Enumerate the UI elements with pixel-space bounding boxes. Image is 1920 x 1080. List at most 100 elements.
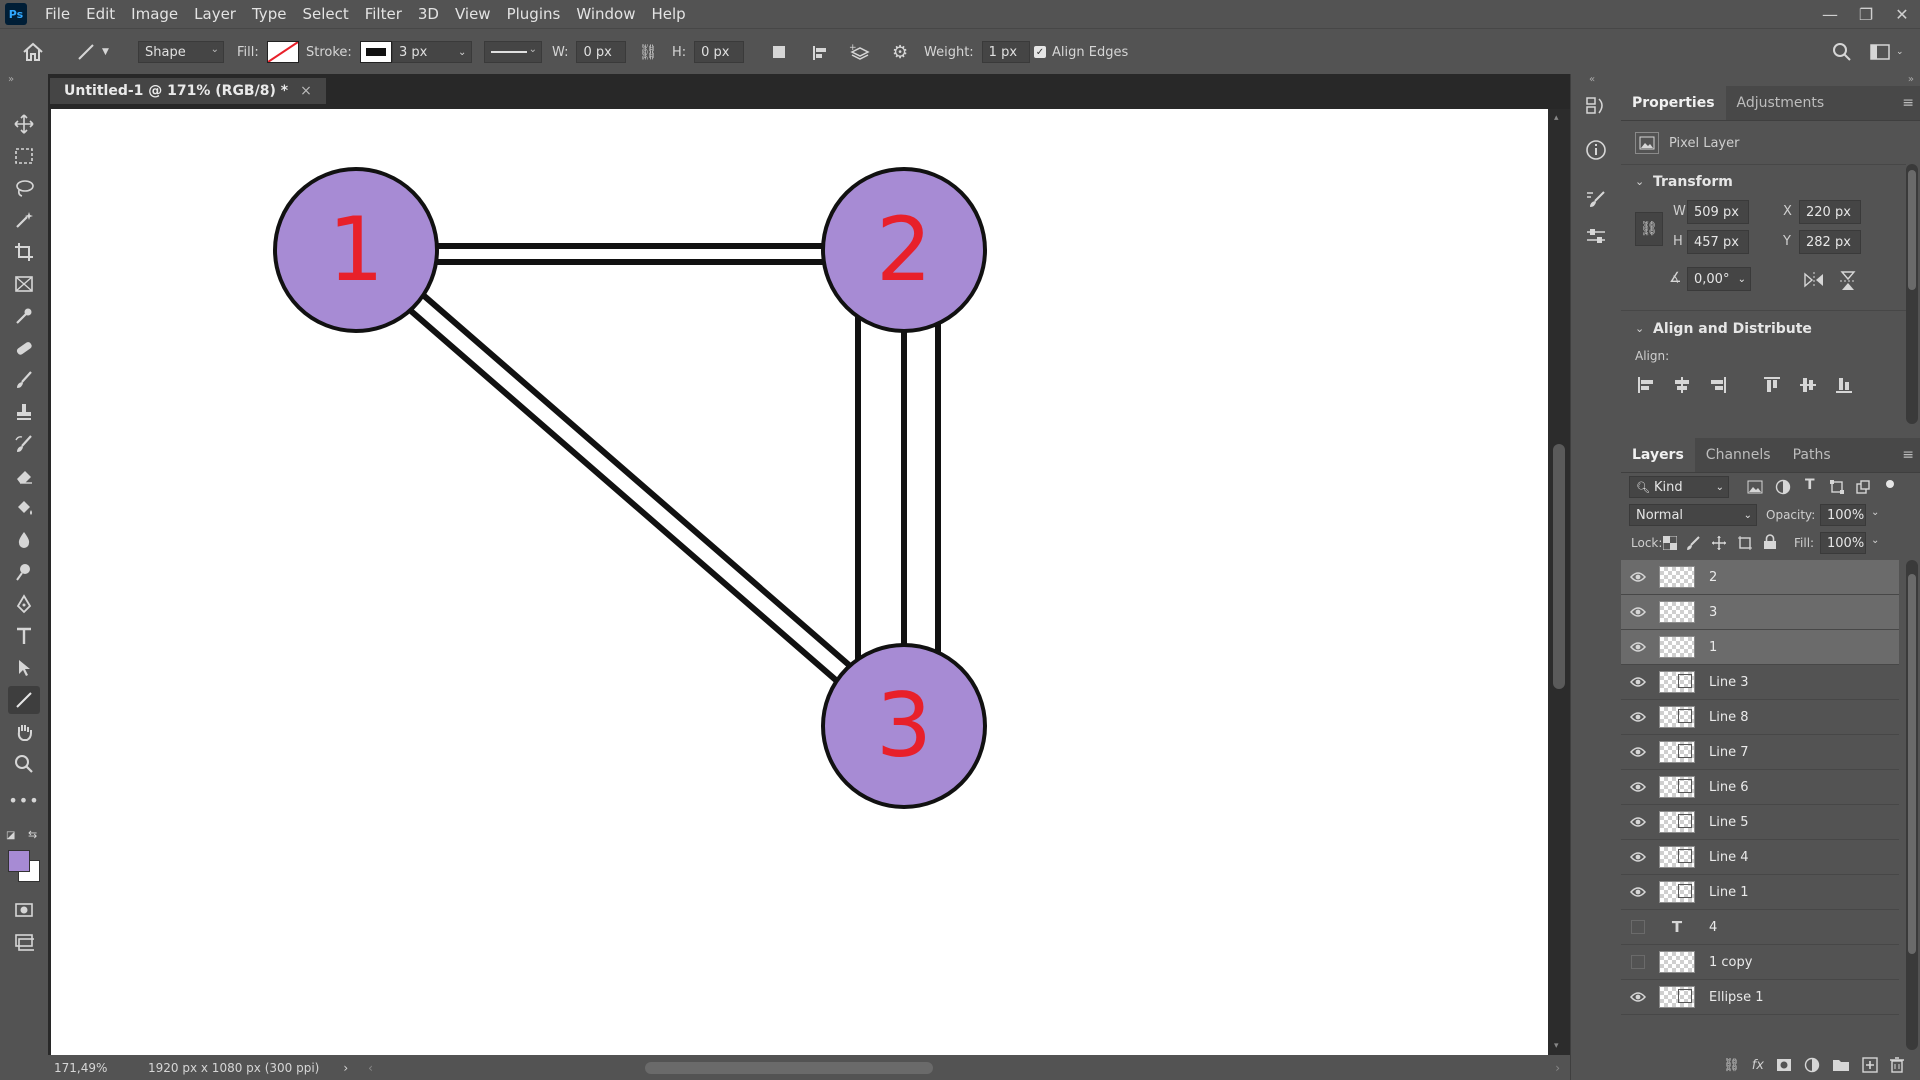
menu-select[interactable]: Select [302,5,349,23]
eye-icon[interactable] [1621,560,1655,594]
add-mask-icon[interactable] [1776,1058,1792,1072]
history-brush-tool[interactable] [8,430,40,458]
tab-channels[interactable]: Channels [1705,447,1771,463]
line-tool[interactable] [8,686,40,714]
clone-stamp-tool[interactable] [8,398,40,426]
link-icon[interactable]: ⛓ [638,43,658,61]
weight-field[interactable]: 1 px [981,41,1030,63]
hand-tool[interactable] [8,718,40,746]
tool-mode-dropdown[interactable]: Shape⌄ [138,41,224,63]
eye-icon[interactable] [1621,735,1655,769]
move-tool[interactable] [8,110,40,138]
transform-width-field[interactable]: 509 px [1687,200,1749,224]
dodge-tool[interactable] [8,558,40,586]
layer-row[interactable]: 2 [1621,560,1899,595]
eye-icon[interactable] [1621,700,1655,734]
align-top-edges-icon[interactable] [1763,376,1781,394]
new-adjustment-layer-icon[interactable] [1804,1057,1820,1073]
document-tab[interactable]: Untitled-1 @ 171% (RGB/8) * × [50,78,326,104]
menu-layer[interactable]: Layer [194,5,236,23]
status-menu-arrow[interactable]: › [343,1060,349,1075]
marquee-tool[interactable] [8,142,40,170]
path-selection-tool[interactable] [8,654,40,682]
align-left-edges-icon[interactable] [1637,376,1655,394]
eye-icon[interactable] [1621,595,1655,629]
restore-button[interactable]: ❐ [1858,4,1874,24]
eye-icon[interactable] [1621,875,1655,909]
layer-row[interactable]: 1 [1621,630,1899,665]
eye-icon[interactable] [1621,630,1655,664]
healing-brush-tool[interactable] [8,334,40,362]
trash-icon[interactable] [1890,1057,1904,1073]
layer-row[interactable]: 1 copy [1621,945,1899,980]
lock-image-pixels-icon[interactable] [1685,535,1701,551]
horizontal-scroll-thumb[interactable] [645,1062,933,1074]
menu-window[interactable]: Window [576,5,636,23]
chevron-down-icon[interactable]: ⌄ [1635,175,1645,188]
layer-row[interactable]: Line 5 [1621,805,1899,840]
chevron-down-icon[interactable]: ⌄ [1871,535,1880,546]
layer-row[interactable]: Line 1 [1621,875,1899,910]
layer-row[interactable]: 3 [1621,595,1899,630]
blend-mode-dropdown[interactable]: Normal ⌄ [1629,504,1757,526]
vertical-scroll-thumb[interactable] [1553,444,1565,689]
stroke-style-dropdown[interactable]: ⌄ [484,41,542,63]
chevron-down-icon[interactable]: ⌄ [1871,507,1880,518]
transform-x-field[interactable]: 220 px [1799,200,1861,224]
layer-row[interactable]: Ellipse 1 [1621,980,1899,1015]
filter-pixel-layers-icon[interactable] [1747,480,1763,494]
search-button[interactable] [1832,29,1852,75]
visibility-toggle[interactable] [1621,945,1655,979]
link-layers-icon[interactable]: ⛓ [1723,1057,1740,1073]
lock-artboard-icon[interactable] [1737,535,1753,551]
eye-icon[interactable] [1621,840,1655,874]
layer-filter-kind-dropdown[interactable]: 🔍︎ Kind ⌄ [1629,476,1729,498]
default-colors-icon[interactable]: ◪ [6,830,16,841]
visibility-toggle[interactable] [1621,910,1655,944]
tab-paths[interactable]: Paths [1792,447,1831,463]
flip-horizontal-icon[interactable] [1803,271,1825,289]
align-bottom-edges-icon[interactable] [1835,376,1853,394]
workspace-button[interactable]: ⌄ [1870,29,1904,75]
magic-wand-tool[interactable] [8,206,40,234]
menu-view[interactable]: View [454,5,491,23]
brush-tool[interactable] [8,366,40,394]
eyedropper-tool[interactable] [8,302,40,330]
type-tool[interactable] [8,622,40,650]
menu-image[interactable]: Image [131,5,179,23]
crop-tool[interactable] [8,238,40,266]
layer-row[interactable]: Line 3 [1621,665,1899,700]
home-button[interactable] [22,29,44,75]
tab-layers[interactable]: Layers [1621,438,1695,472]
layers-menu-icon[interactable]: ≡ [1902,447,1914,463]
fill-swatch[interactable] [266,41,299,63]
filter-smart-objects-icon[interactable] [1855,479,1871,495]
menu-type[interactable]: Type [251,5,287,23]
stroke-swatch[interactable] [359,41,392,63]
collapse-toolbar-icon[interactable]: » [8,74,15,85]
foreground-color-swatch[interactable] [8,850,30,872]
rotation-angle-field[interactable]: 0,00°⌄ [1687,267,1751,291]
brush-settings-button[interactable] [1582,186,1610,214]
collapse-strip-icon[interactable]: « [1589,74,1596,85]
blur-tool[interactable] [8,526,40,554]
tab-properties[interactable]: Properties [1621,86,1726,120]
line-tool-preset[interactable]: ▼ [76,29,109,75]
new-layer-icon[interactable] [1862,1057,1878,1073]
pen-tool[interactable] [8,590,40,618]
opacity-field[interactable]: 100% [1820,504,1866,526]
adjustments-strip-button[interactable] [1582,222,1610,250]
scroll-right-icon[interactable]: › [1555,1060,1560,1075]
lock-all-icon[interactable] [1763,534,1777,550]
scroll-up-icon[interactable]: ▴ [1554,113,1559,123]
eye-icon[interactable] [1621,665,1655,699]
lock-position-icon[interactable] [1711,535,1727,551]
stroke-width-field[interactable]: 3 px [392,41,472,63]
close-window-button[interactable]: ✕ [1895,4,1909,24]
more-tools-button[interactable]: ••• [8,786,40,814]
fill-field[interactable]: 100% [1820,532,1866,554]
layer-row[interactable]: Line 4 [1621,840,1899,875]
collapse-panels-icon[interactable]: » [1907,74,1914,85]
